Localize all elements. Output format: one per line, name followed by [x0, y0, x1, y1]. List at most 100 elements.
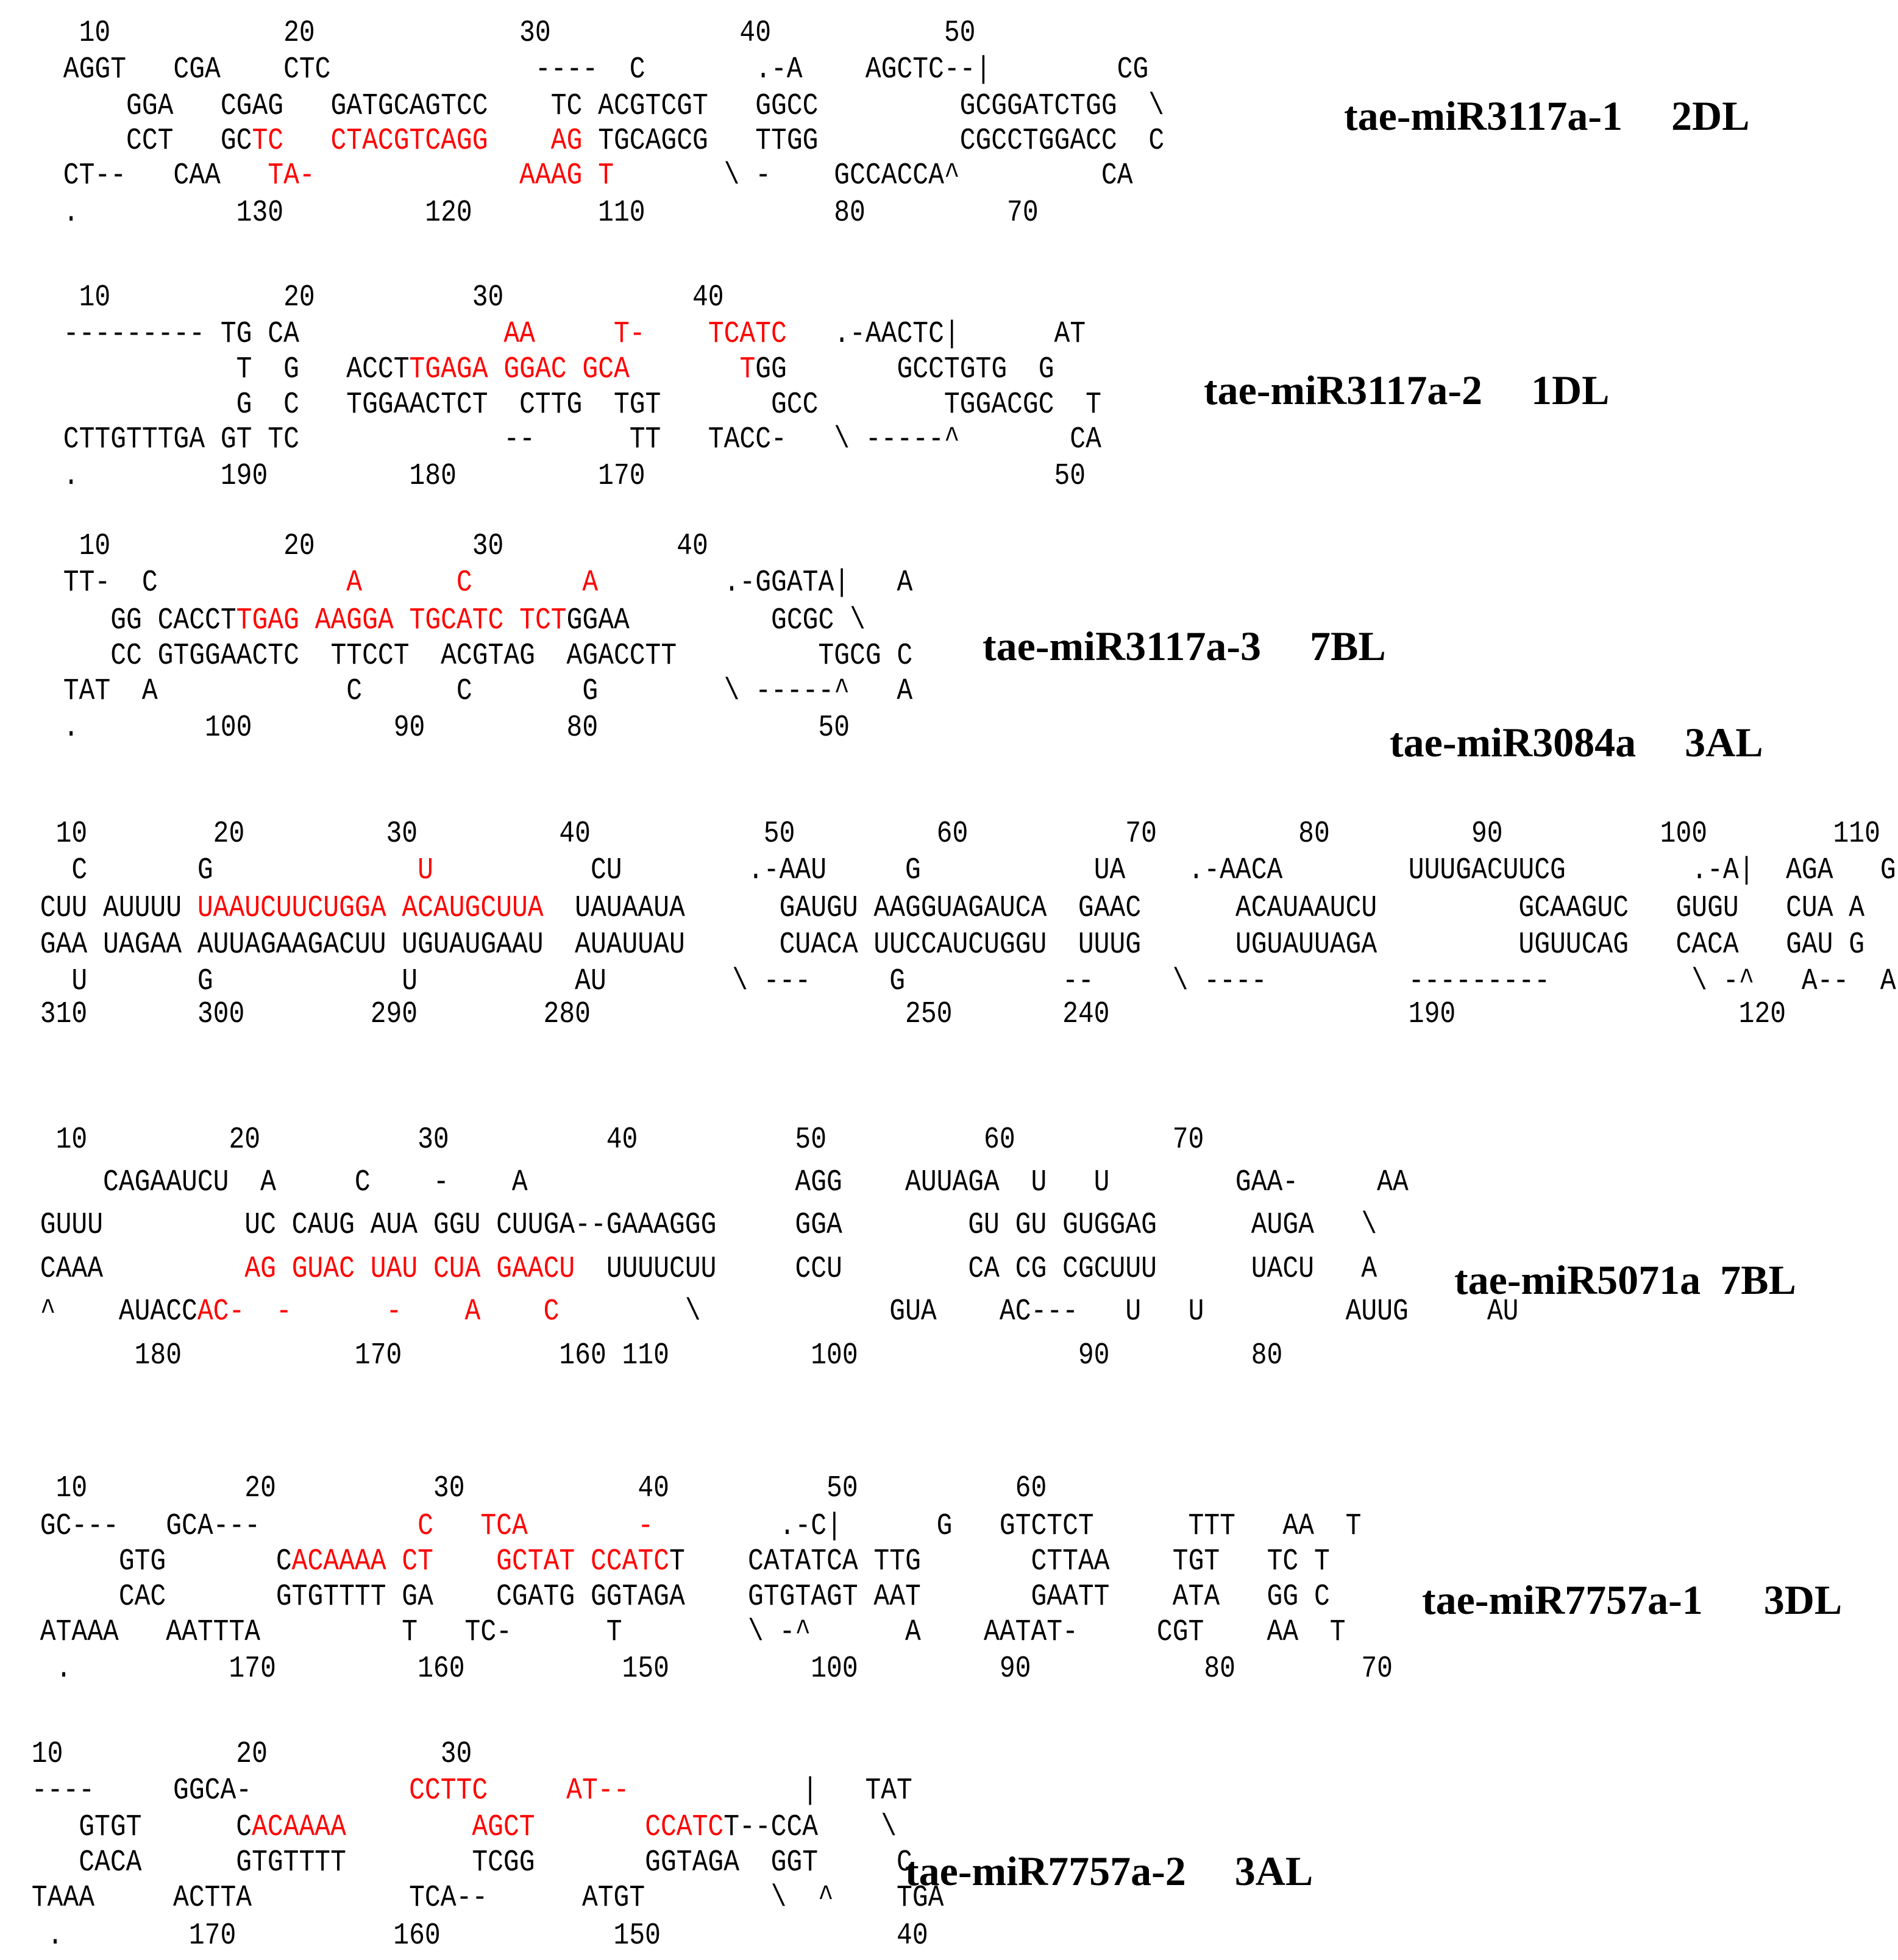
sequence-segment: 10 20 30 40	[48, 280, 724, 315]
sequence-segment: CTTGTTTGA GT TC -- TT TACC- \ -----^ CA	[48, 422, 1101, 457]
mirna-name: tae-miR3117a-1	[1344, 93, 1623, 139]
sequence-segment	[315, 158, 519, 193]
sequence-segment: CUU AUUUU	[24, 891, 197, 926]
sequence-segment: 310 300 290 280 250 240 190 120	[24, 997, 1786, 1032]
paired-top-strand: GTGT CACAAAA AGCT CCATCT--CCA \	[16, 1810, 897, 1845]
mature-mirna-segment: GGAC	[503, 352, 567, 387]
paired-bottom-strand: CCT GCTC CTACGTCAGG AG TGCAGCG TTGG CGCC…	[48, 124, 1164, 159]
sequence-segment	[244, 1294, 276, 1329]
sequence-segment: . 170 160 150 100 90 80 70	[24, 1652, 1393, 1686]
sequence-segment: 10 20 30 40 50 60 70	[24, 1123, 1204, 1157]
unpaired-top-line: C G U CU .-AAU G UA .-AACA UUUGACUUCG .-…	[24, 853, 1896, 889]
mature-mirna-segment: AA	[503, 317, 535, 352]
mirna-label: tae-miR5071a 7BL	[1454, 1255, 1796, 1304]
chromosome-arm: 7BL	[1720, 1257, 1796, 1303]
mirna-name: tae-miR3117a-2	[1204, 367, 1483, 413]
mirna-name: tae-miR5071a	[1454, 1257, 1701, 1303]
mature-mirna-segment: GCTAT	[496, 1544, 575, 1579]
sequence-segment: \ GUA AC--- U U AUUG AU	[559, 1294, 1519, 1329]
mature-mirna-segment: CTACGTCAGG	[330, 124, 488, 158]
mature-mirna-segment: T	[739, 352, 756, 387]
unpaired-top-line: ---- GGCA- CCTTC AT-- | TAT	[16, 1774, 912, 1809]
sequence-segment: GTG C	[24, 1544, 292, 1579]
sequence-segment	[630, 352, 740, 387]
mature-mirna-segment: AAGGA	[315, 603, 394, 638]
position-numbers-bottom: 180 170 160 110 100 90 80	[24, 1338, 1283, 1374]
position-numbers-top: 10 20 30	[16, 1737, 472, 1772]
mature-mirna-segment: -	[386, 1294, 402, 1329]
sequence-segment	[645, 317, 708, 352]
paired-bottom-strand: G C TGGAACTCT CTTG TGT GCC TGGACGC T	[48, 388, 1101, 423]
sequence-segment: CACA GTGTTTT TCGG GGTAGA GGT C	[16, 1845, 912, 1880]
mirna-name: tae-miR7757a-1	[1422, 1577, 1703, 1623]
sequence-segment: UAUAAUA GAUGU AAGGUAGAUCA GAAC ACAUAAUCU…	[543, 891, 1865, 926]
paired-bottom-strand: GAA UAGAA AUUAGAAGACUU UGUAUGAAU AUAUUAU…	[24, 928, 1864, 963]
paired-bottom-strand: CAAA AG GUAC UAU CUA GAACU UUUUCUU CCU C…	[24, 1252, 1377, 1287]
paired-bottom-strand: CACA GTGTTTT TCGG GGTAGA GGT C	[16, 1845, 912, 1881]
sequence-segment: TT- C	[48, 566, 347, 600]
sequence-segment: 10 20 30 40 50 60	[24, 1471, 1047, 1506]
sequence-segment: 10 20 30 40 50 60 70 80 90 100 110	[24, 817, 1880, 851]
sequence-segment: C G	[24, 853, 418, 888]
mature-mirna-segment: C	[456, 566, 472, 600]
unpaired-bottom-line: CT-- CAA TA- AAAG T \ - GCCACCA^ CA	[48, 158, 1133, 194]
mature-mirna-segment: TC	[252, 124, 284, 158]
mirna-name: tae-miR3117a-3	[983, 623, 1262, 669]
mature-mirna-segment: GAACU	[496, 1252, 575, 1287]
sequence-segment	[283, 124, 330, 158]
chromosome-arm: 3AL	[1685, 719, 1763, 765]
mature-mirna-segment: TCATC	[708, 317, 787, 352]
mirna-name: tae-miR3084a	[1390, 719, 1637, 765]
sequence-segment: | TAT	[629, 1774, 912, 1808]
sequence-segment	[386, 891, 402, 926]
unpaired-bottom-line: ^ AUACCAC- - - A C \ GUA AC--- U U AUUG …	[24, 1294, 1519, 1330]
sequence-segment: . 130 120 110 80 70	[48, 196, 1039, 230]
sequence-segment	[472, 566, 583, 600]
sequence-segment: GTGT C	[16, 1810, 252, 1845]
sequence-segment: T--CCA \	[723, 1810, 897, 1845]
mature-mirna-segment: ACAAAA	[291, 1544, 386, 1579]
sequence-segment	[503, 603, 519, 638]
sequence-segment: TGCAGCG TTGG CGCCTGGACC C	[582, 124, 1165, 158]
sequence-segment: 10 20 30 40	[48, 529, 708, 564]
position-numbers-bottom: 310 300 290 280 250 240 190 120	[24, 997, 1786, 1032]
position-numbers-top: 10 20 30 40 50 60	[24, 1471, 1047, 1507]
mature-mirna-segment: T-	[613, 317, 645, 352]
sequence-segment: TAT A C C G \ -----^ A	[48, 674, 913, 709]
mature-mirna-segment: AG	[244, 1252, 276, 1287]
sequence-segment: CC GTGGAACTC TTCCT ACGTAG AGACCTT TGCG C	[48, 639, 913, 673]
position-numbers-top: 10 20 30 40	[48, 529, 708, 564]
mature-mirna-segment: CT	[402, 1544, 433, 1579]
mature-mirna-segment: GUAC	[291, 1252, 355, 1287]
mature-mirna-segment: ACAAAA	[252, 1810, 346, 1845]
sequence-segment: CAAA	[24, 1252, 245, 1287]
sequence-segment	[535, 1810, 645, 1845]
sequence-segment: --------- TG CA	[48, 317, 504, 352]
position-numbers-top: 10 20 30 40 50 60 70 80 90 100 110	[24, 817, 1880, 852]
mature-mirna-segment: AG	[550, 124, 583, 158]
sequence-segment	[535, 317, 614, 352]
mature-mirna-segment: A	[582, 566, 599, 600]
unpaired-top-line: AGGT CGA CTC ---- C .-A AGCTC--| CG	[48, 52, 1148, 88]
paired-bottom-strand: CC GTGGAACTC TTCCT ACGTAG AGACCTT TGCG C	[48, 639, 912, 674]
mature-mirna-segment: ACAUGCUUA	[402, 891, 544, 926]
mature-mirna-segment: AAAG	[519, 158, 583, 193]
sequence-segment	[582, 158, 598, 193]
unpaired-bottom-line: CTTGTTTGA GT TC -- TT TACC- \ -----^ CA	[48, 422, 1101, 458]
position-numbers-bottom: . 130 120 110 80 70	[48, 196, 1039, 231]
unpaired-top-line: CAGAAUCU A C - A AGG AUUAGA U U GAA- AA	[24, 1165, 1409, 1201]
sequence-segment: GG CACCT	[48, 603, 236, 638]
mature-mirna-segment: T	[598, 158, 614, 193]
sequence-segment: .-GGATA| A	[598, 566, 913, 600]
sequence-segment: GAA UAGAA AUUAGAAGACUU UGUAUGAAU AUAUUAU…	[24, 928, 1865, 962]
mature-mirna-segment: TCT	[519, 603, 567, 638]
sequence-segment: T CATATCA TTG CTTAA TGT TC T	[669, 1544, 1330, 1579]
mature-mirna-segment: TGAGA	[409, 352, 488, 387]
sequence-segment	[480, 1252, 496, 1287]
mature-mirna-segment: A	[464, 1294, 481, 1329]
mature-mirna-segment: CUA	[433, 1252, 481, 1287]
sequence-segment: .-AACTC| AT	[786, 317, 1086, 352]
position-numbers-bottom: . 170 160 150 100 90 80 70	[24, 1652, 1393, 1687]
sequence-segment: UUUUCUU CCU CA CG CGCUUU UACU A	[575, 1252, 1377, 1287]
